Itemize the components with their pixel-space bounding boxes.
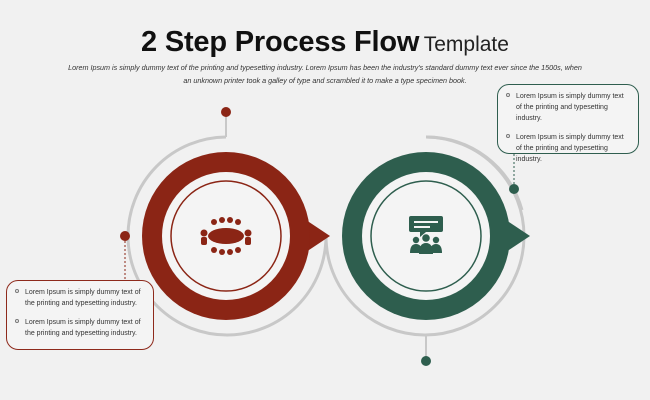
right-green-dot bbox=[509, 184, 519, 194]
bullet-icon bbox=[15, 319, 19, 323]
description-line-1: Lorem Ipsum is simply dummy text of the … bbox=[68, 63, 582, 72]
description: Lorem Ipsum is simply dummy text of the … bbox=[60, 62, 590, 87]
bullet-icon bbox=[506, 134, 510, 138]
info-box-right: Lorem Ipsum is simply dummy text of the … bbox=[497, 84, 639, 163]
bullet-icon bbox=[15, 289, 19, 293]
right-ring-arc-top bbox=[425, 135, 524, 211]
top-red-dot bbox=[221, 107, 231, 117]
list-item: Lorem Ipsum is simply dummy text of the … bbox=[15, 287, 145, 309]
step-2-circle bbox=[342, 152, 530, 320]
title-sub: Template bbox=[423, 33, 509, 56]
list-item-text: Lorem Ipsum is simply dummy text of the … bbox=[516, 134, 624, 163]
list-item-text: Lorem Ipsum is simply dummy text of the … bbox=[25, 289, 141, 307]
left-red-dot bbox=[120, 231, 130, 241]
description-line-2: an unknown printer took a galley of type… bbox=[183, 75, 467, 85]
list-item: Lorem Ipsum is simply dummy text of the … bbox=[506, 91, 630, 124]
bottom-green-dot bbox=[421, 356, 431, 366]
list-item-text: Lorem Ipsum is simply dummy text of the … bbox=[516, 93, 624, 122]
list-item: Lorem Ipsum is simply dummy text of the … bbox=[506, 132, 630, 165]
bullet-icon bbox=[506, 93, 510, 97]
title-main: 2 Step Process Flow bbox=[141, 26, 420, 58]
left-ring-arc bbox=[126, 135, 328, 337]
page-title: 2 Step Process Flow Template bbox=[0, 26, 650, 59]
meeting-table-icon bbox=[200, 217, 252, 255]
presentation-audience-icon bbox=[409, 216, 443, 254]
list-item: Lorem Ipsum is simply dummy text of the … bbox=[15, 317, 145, 339]
list-item-text: Lorem Ipsum is simply dummy text of the … bbox=[25, 319, 141, 337]
info-box-left: Lorem Ipsum is simply dummy text of the … bbox=[6, 280, 154, 350]
